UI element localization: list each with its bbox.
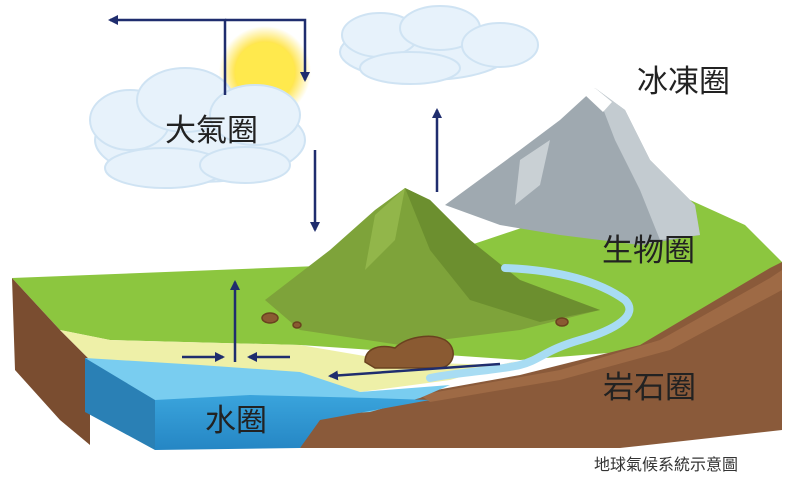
- cloud-icon: [89, 67, 306, 189]
- arrow-river-flow: [328, 362, 501, 381]
- figure-caption: 地球氣候系統示意圖: [594, 455, 739, 474]
- arrow-atmosphere-in: [225, 18, 310, 82]
- label-lithosphere: 岩石圈: [603, 370, 696, 406]
- label-atmosphere: 大氣圈: [165, 113, 258, 149]
- label-hydrosphere: 水圈: [205, 403, 267, 439]
- water-front: [155, 395, 430, 450]
- snow-mountain-icon: [445, 88, 700, 245]
- hill-icon: [265, 188, 600, 345]
- label-cryosphere: 冰凍圈: [637, 64, 730, 100]
- boulder-icon: [261, 312, 569, 369]
- soil-block-top: [420, 270, 782, 402]
- label-biosphere: 生物圈: [602, 233, 695, 269]
- cloud-icon: [339, 5, 539, 85]
- sand-shore: [60, 330, 520, 392]
- soil-wall-left: [12, 278, 90, 445]
- river-icon: [426, 264, 634, 382]
- flow-arrows: [108, 15, 501, 381]
- water-side: [85, 358, 155, 450]
